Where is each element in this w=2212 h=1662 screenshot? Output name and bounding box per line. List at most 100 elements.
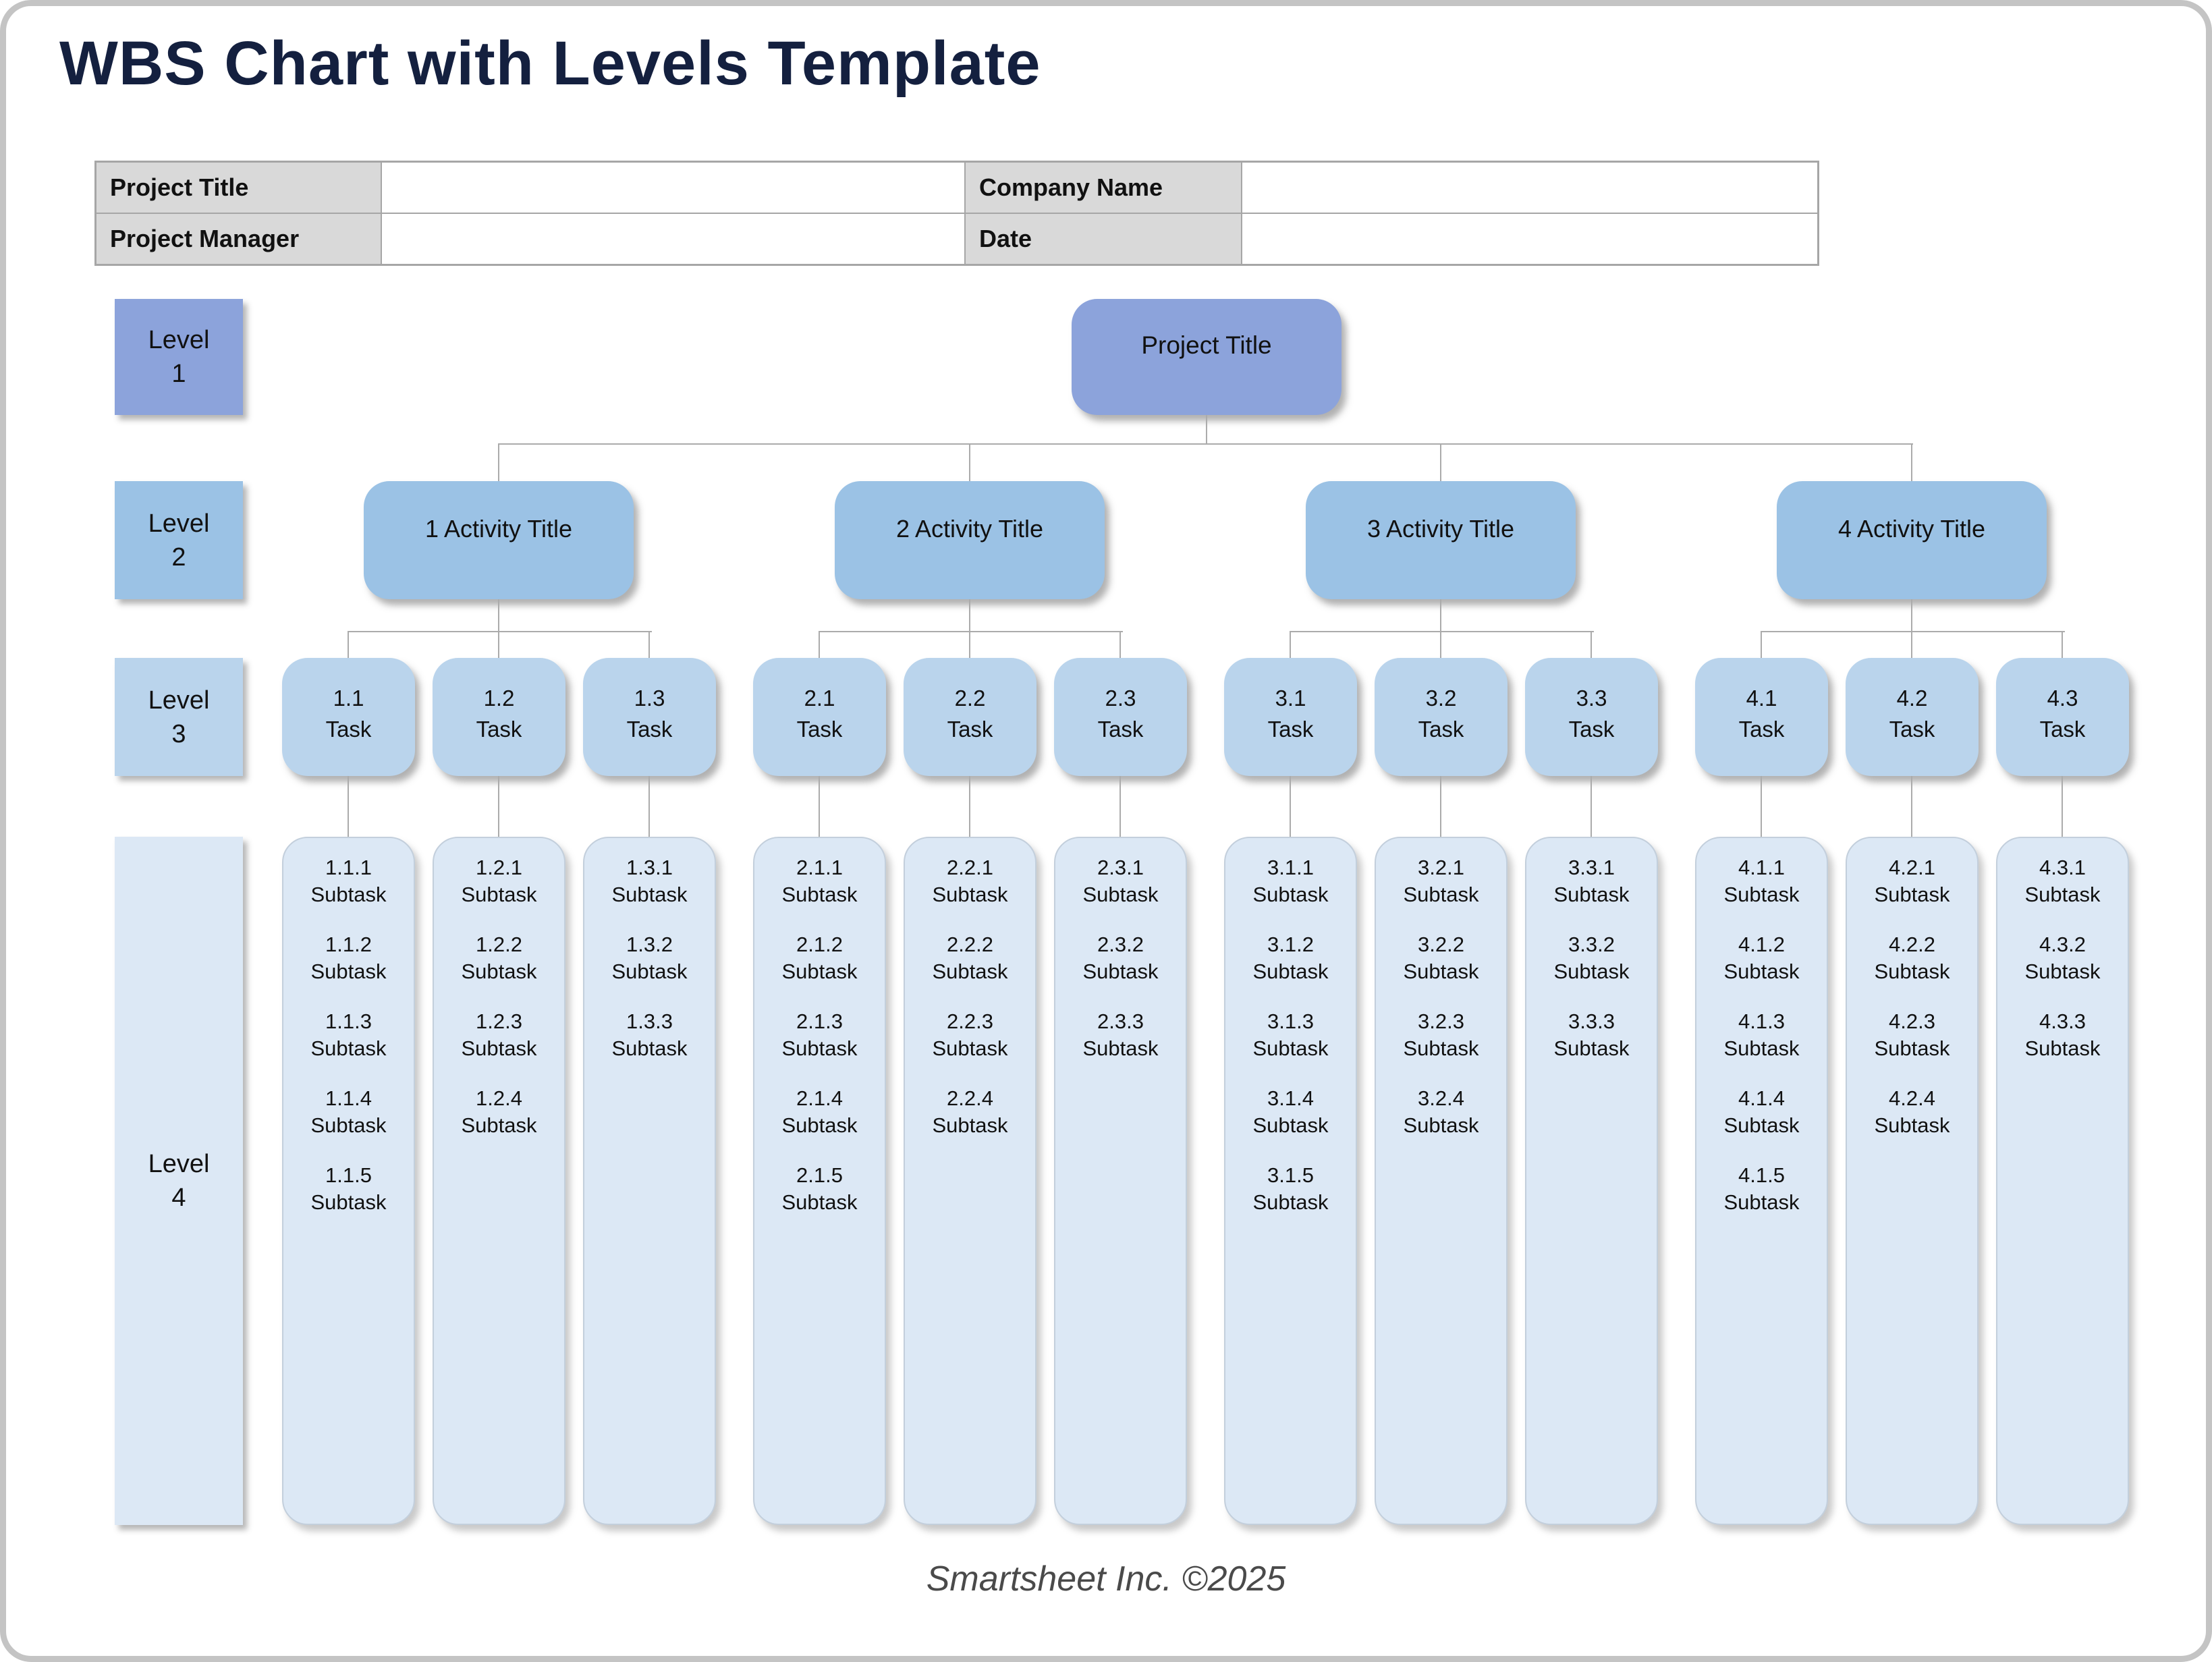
- connector-line: [1911, 599, 1912, 631]
- task-word: Task: [1889, 716, 1935, 742]
- subtask-id: 1.3.1: [626, 856, 673, 879]
- connector-line: [1440, 599, 1441, 631]
- page-title: WBS Chart with Levels Template: [59, 29, 1041, 98]
- subtask-word: Subtask: [781, 1190, 858, 1214]
- level-badge-2: Level 2: [115, 481, 243, 599]
- connector-line: [648, 631, 650, 658]
- connector-line: [819, 631, 820, 658]
- connector-line: [1440, 443, 1441, 481]
- connector-line: [2062, 776, 2063, 837]
- connector-line: [498, 776, 499, 837]
- table-value-project-title[interactable]: [381, 162, 965, 213]
- activity-label: 1 Activity Title: [424, 514, 573, 543]
- subtask-id: 1.1.2: [325, 933, 372, 956]
- table-value-date[interactable]: [1242, 213, 1818, 265]
- subtask-id: 4.2.2: [1889, 933, 1935, 956]
- table-value-project-manager[interactable]: [381, 213, 965, 265]
- subtask-word: Subtask: [310, 1113, 387, 1137]
- subtask-word: Subtask: [2024, 960, 2101, 983]
- subtask-id: 3.2.3: [1418, 1009, 1464, 1033]
- task-word: Task: [1568, 716, 1615, 742]
- table-label-company-name: Company Name: [965, 162, 1242, 213]
- subtask-id: 1.2.4: [476, 1086, 522, 1110]
- subtask-word: Subtask: [781, 960, 858, 983]
- subtask-word: Subtask: [1723, 960, 1800, 983]
- subtask-id: 1.1.3: [325, 1009, 372, 1033]
- subtask-word: Subtask: [461, 883, 537, 906]
- subtask-id: 4.2.4: [1889, 1086, 1935, 1110]
- connector-line: [819, 776, 820, 837]
- subtask-id: 4.1.3: [1738, 1009, 1785, 1033]
- connector-line: [1911, 776, 1912, 837]
- subtask-word: Subtask: [1723, 1113, 1800, 1137]
- connector-line: [819, 631, 1123, 632]
- connector-line: [499, 443, 1913, 445]
- task-id: 3.3: [1576, 685, 1607, 711]
- subtask-id: 3.3.1: [1568, 856, 1615, 879]
- table-value-company-name[interactable]: [1242, 162, 1818, 213]
- level-word: Level: [148, 686, 210, 715]
- subtask-id: 1.2.2: [476, 933, 522, 956]
- level-number: 4: [171, 1184, 186, 1212]
- connector-line: [1119, 776, 1121, 837]
- task-id: 4.2: [1896, 685, 1928, 711]
- subtask-id: 2.2.4: [947, 1086, 993, 1110]
- subtask-word: Subtask: [1403, 960, 1479, 983]
- activity-box: 2 Activity Title: [835, 481, 1105, 599]
- info-table: Project Title Company Name Project Manag…: [94, 161, 1819, 266]
- subtask-id: 1.3.3: [626, 1009, 673, 1033]
- subtask-word: Subtask: [611, 960, 688, 983]
- task-id: 3.1: [1275, 685, 1306, 711]
- connector-line: [498, 599, 499, 631]
- activity-box: 1 Activity Title: [364, 481, 634, 599]
- subtask-word: Subtask: [2024, 1036, 2101, 1060]
- subtask-id: 4.2.1: [1889, 856, 1935, 879]
- connector-line: [1290, 631, 1594, 632]
- subtask-word: Subtask: [1082, 883, 1159, 906]
- activity-label: 4 Activity Title: [1837, 514, 1986, 543]
- subtask-id: 4.2.3: [1889, 1009, 1935, 1033]
- activity-label: 3 Activity Title: [1366, 514, 1515, 543]
- connector-line: [1206, 415, 1207, 443]
- table-label-date: Date: [965, 213, 1242, 265]
- activity-box: 4 Activity Title: [1777, 481, 2047, 599]
- subtask-word: Subtask: [1252, 960, 1329, 983]
- connector-line: [969, 631, 970, 658]
- subtask-id: 3.1.5: [1267, 1163, 1314, 1187]
- subtask-word: Subtask: [2024, 883, 2101, 906]
- subtask-word: Subtask: [1553, 1036, 1630, 1060]
- connector-line: [1591, 631, 1592, 658]
- task-word: Task: [1097, 716, 1144, 742]
- connector-line: [2062, 631, 2063, 658]
- level-badge-4: Level 4: [115, 837, 243, 1525]
